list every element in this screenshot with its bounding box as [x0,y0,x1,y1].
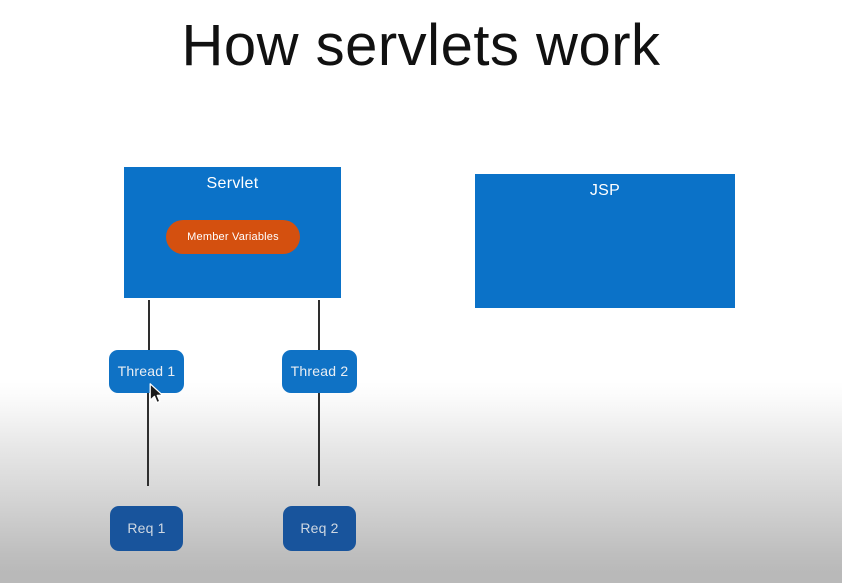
jsp-box[interactable]: JSP [475,174,735,308]
connector-servlet-to-thread-2 [318,300,320,352]
req-1-box[interactable]: Req 1 [110,506,183,551]
servlet-box-label: Servlet [206,175,259,192]
req-2-box[interactable]: Req 2 [283,506,356,551]
jsp-box-label: JSP [589,182,621,199]
thread-1-box[interactable]: Thread 1 [109,350,184,393]
page-title: How servlets work [181,13,661,78]
connector-thread-2-to-req-2 [318,390,320,486]
thread-2-box[interactable]: Thread 2 [282,350,357,393]
connector-thread-1-to-req-1 [147,390,149,486]
member-variables-pill[interactable]: Member Variables [166,220,300,254]
connector-servlet-to-thread-1 [148,300,150,352]
